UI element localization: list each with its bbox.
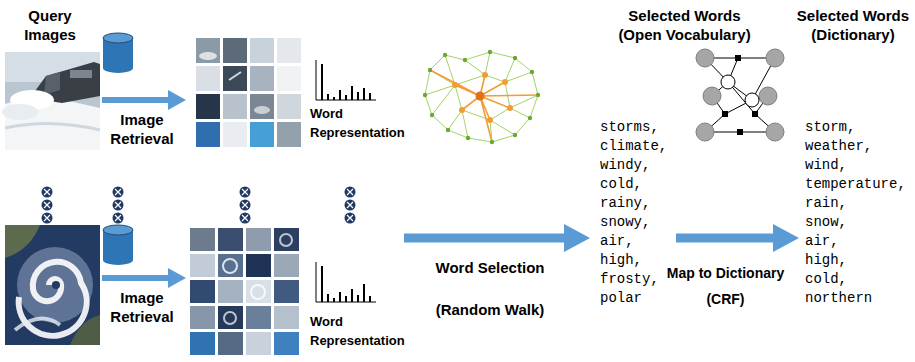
query-image: [2, 52, 100, 150]
step-label: Query Images: [15, 6, 85, 44]
retrieved-images: [190, 228, 299, 355]
word-list-text: storm, weather, wind, temperature, rain,…: [805, 118, 906, 308]
word-list-text: storms, climate, windy, cold, rainy, sno…: [600, 118, 667, 308]
flow-arrow: [676, 234, 775, 243]
word-histogram: [316, 60, 376, 100]
step-label: Word Representation: [310, 312, 410, 350]
word-list: Selected Words (Dictionary)storm, weathe…: [805, 118, 908, 310]
column-heading: Selected Words (Dictionary): [792, 6, 914, 44]
step-label: Word Selection: [410, 258, 570, 277]
word-list: Selected Words (Open Vocabulary)storms, …: [600, 118, 670, 310]
word-histogram: [316, 262, 376, 302]
query-image: [5, 225, 100, 345]
retrieval-arrow: [102, 97, 170, 103]
step-label: Image Retrieval: [102, 288, 182, 326]
step-label: (Random Walk): [410, 300, 570, 319]
random-walk-graph: [423, 50, 540, 144]
ellipsis-dots: [42, 187, 356, 224]
database-icon: [103, 33, 133, 73]
crf-graph: [696, 49, 784, 141]
database-icon: [103, 225, 133, 265]
retrieval-arrow: [102, 275, 170, 281]
column-heading: Selected Words (Open Vocabulary): [612, 6, 757, 44]
step-label: Image Retrieval: [102, 110, 182, 148]
step-label: Word Representation: [310, 104, 410, 142]
edge-label: Map to Dictionary (CRF): [663, 260, 788, 312]
retrieved-images: [196, 38, 301, 147]
word-selection-arrow: [404, 234, 566, 243]
